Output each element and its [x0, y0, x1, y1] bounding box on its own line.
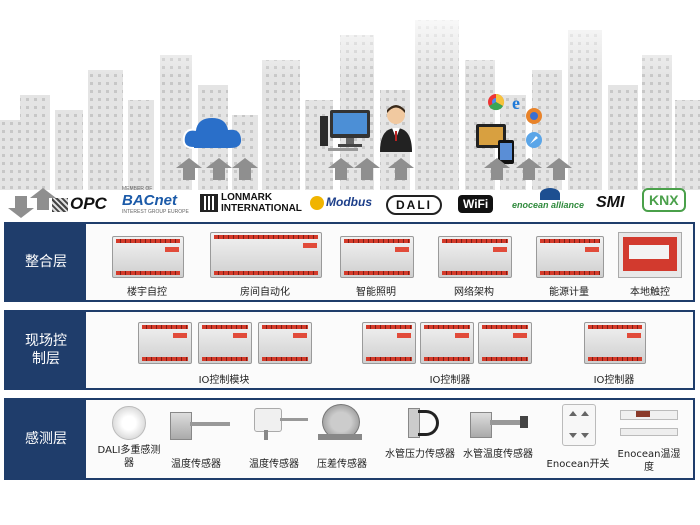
bacnet-logo: MEMBER OF BACnet INTEREST GROUP EUROPE [122, 186, 189, 215]
device-caption: IO控制器 [429, 375, 471, 386]
duct-temperature-sensor [170, 408, 230, 440]
io-module [138, 322, 192, 364]
user-icon [380, 105, 412, 152]
arrow-up-icon [232, 158, 258, 180]
device-caption: IO控制器 [593, 375, 635, 386]
io-controller [362, 322, 416, 364]
device-caption: Enocean开关 [546, 459, 610, 470]
arrow-up-icon [328, 158, 354, 180]
opc-logo: OPC [52, 194, 107, 214]
enocean-logo: enocean alliance [512, 188, 584, 210]
layer-label: 整合层 [6, 224, 86, 300]
computer-icon [320, 110, 370, 151]
device-caption: 能源计量 [549, 287, 589, 298]
enocean-temp-humidity-sensor [620, 410, 678, 438]
touch-panel [618, 232, 682, 278]
sensing-layer: 感测层 DALI多重感测器 温度传感器 温度传感器 压差传感器 水管压力传感器 … [4, 398, 695, 480]
field-control-layer: 现场控制层 IO控制模块 IO控制器 IO控制器 [4, 310, 695, 390]
device-caption: IO控制模块 [198, 375, 250, 386]
device-caption: 楼宇自控 [127, 287, 167, 298]
arrow-up-icon [546, 158, 572, 180]
device-caption: 房间自动化 [240, 287, 290, 298]
energy-meter [536, 236, 604, 278]
arrow-down-icon [8, 196, 34, 218]
dali-logo: DALI [386, 195, 442, 215]
device-caption: 智能照明 [356, 287, 396, 298]
water-pressure-sensor [400, 406, 440, 440]
io-module [258, 322, 312, 364]
browser-icons: e [488, 93, 542, 148]
device-caption: 温度传感器 [171, 459, 221, 470]
arrow-up-icon [354, 158, 380, 180]
arrow-up-icon [30, 188, 56, 210]
device-caption: 本地触控 [630, 287, 670, 298]
dali-multi-sensor [112, 406, 146, 440]
device-caption: 网络架构 [454, 287, 494, 298]
arrow-up-icon [206, 158, 232, 180]
io-module [198, 322, 252, 364]
water-temperature-sensor [470, 408, 530, 438]
device-caption: 温度传感器 [249, 459, 299, 470]
arrow-up-icon [176, 158, 202, 180]
device-caption: 水管温度传感器 [463, 449, 533, 460]
device-caption: 压差传感器 [317, 459, 367, 470]
layer-label: 感测层 [6, 400, 86, 478]
layer-label: 现场控制层 [6, 312, 86, 388]
cloud-icon [182, 118, 242, 149]
knx-logo: KNX [642, 188, 686, 212]
modbus-logo: Modbus [310, 195, 372, 210]
arrow-up-icon [516, 158, 542, 180]
differential-pressure-sensor [318, 404, 362, 444]
building-controller [112, 236, 184, 278]
io-controller [478, 322, 532, 364]
io-controller [420, 322, 474, 364]
integration-layer: 整合层 楼宇自控 房间自动化 智能照明 网络架构 能源计量 本地触控 [4, 222, 695, 302]
lighting-controller [340, 236, 414, 278]
room-temperature-sensor [250, 406, 310, 440]
lonmark-logo: LONMARK INTERNATIONAL [200, 192, 305, 214]
svg-text:e: e [512, 93, 520, 113]
io-controller [584, 322, 646, 364]
enocean-switch [562, 404, 596, 446]
network-controller [438, 236, 512, 278]
arrow-up-icon [484, 158, 510, 180]
room-controller [210, 232, 322, 278]
wifi-logo: WiFi [458, 195, 494, 213]
smi-logo: SMI [596, 194, 625, 211]
device-caption: 水管压力传感器 [385, 449, 455, 460]
arrow-up-icon [388, 158, 414, 180]
device-caption: DALI多重感测器 [97, 445, 161, 469]
device-caption: Enocean温湿度 [617, 449, 681, 473]
